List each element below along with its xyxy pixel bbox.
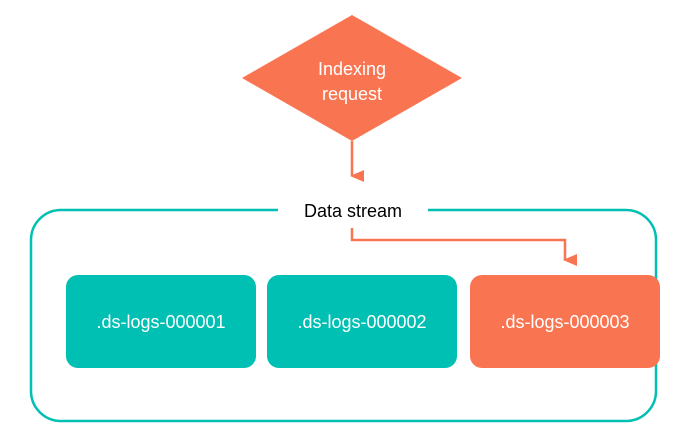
backing-index-2-label: .ds-logs-000002 [297,312,426,332]
indexing-request-label-line2: request [322,84,382,104]
backing-index-1 [66,275,256,368]
stream-to-write-index-arrow [350,228,577,266]
write-index-3-label: .ds-logs-000003 [500,312,629,332]
indexing-request-diamond [242,15,462,141]
data-stream-label-background [278,198,428,224]
backing-index-1-label: .ds-logs-000001 [96,312,225,332]
data-stream-label: Data stream [304,201,402,221]
write-index-3 [470,275,660,368]
backing-index-2 [267,275,457,368]
indexing-request-label-line1: Indexing [318,59,386,79]
